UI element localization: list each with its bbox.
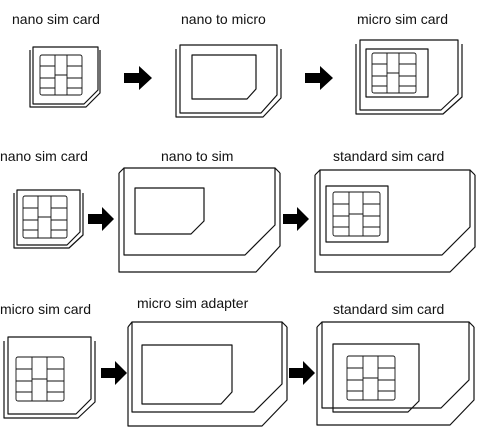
row2-middle-label: nano to sim [161,148,233,164]
right-arrow-icon [283,207,309,231]
micro-sim-card-icon [355,39,463,115]
right-arrow-icon [305,66,333,90]
right-arrow-icon [289,361,315,385]
row1-middle-label: nano to micro [181,11,266,27]
row2-left-label: nano sim card [0,148,88,164]
right-arrow-icon [88,207,114,231]
nano-sim-card-icon [13,189,84,249]
nano-sim-card-icon [29,46,101,108]
nano-to-sim-adapter-icon [118,167,281,273]
nano-to-micro-adapter-icon [175,44,282,118]
micro-sim-card-icon [3,336,96,419]
right-arrow-icon [101,361,127,385]
standard-sim-card-icon [316,321,475,426]
row3-right-label: standard sim card [333,301,444,317]
standard-sim-card-icon [314,169,476,273]
micro-sim-adapter-icon [127,321,288,427]
row3-middle-label: micro sim adapter [137,295,249,311]
row1-left-label: nano sim card [12,11,100,27]
right-arrow-icon [124,66,152,90]
row2-right-label: standard sim card [333,148,444,164]
row1-right-label: micro sim card [357,11,448,27]
row3-left-label: micro sim card [0,301,91,317]
